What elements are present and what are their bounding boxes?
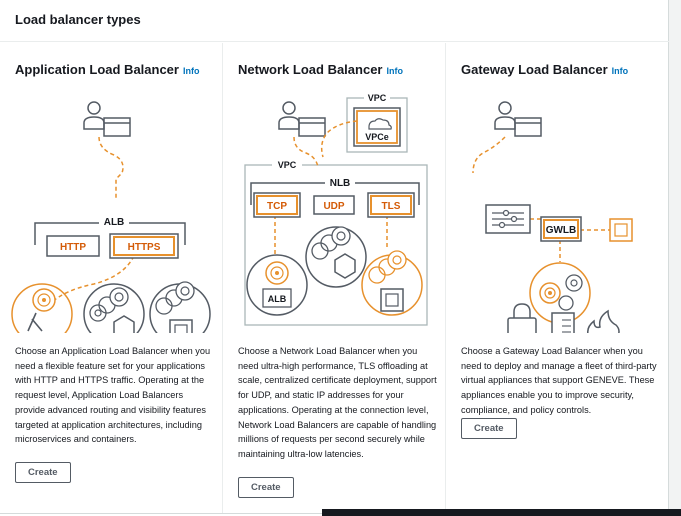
vpc-label: VPC xyxy=(278,160,297,170)
card-description: Choose a Network Load Balancer when you … xyxy=(238,346,437,459)
traffic-path xyxy=(472,136,506,174)
alb-label-bg xyxy=(99,214,129,228)
udp-listener-label: UDP xyxy=(323,201,344,212)
firewall-icon xyxy=(587,309,620,333)
browser-window-icon xyxy=(103,117,131,137)
card-description: Choose a Gateway Load Balancer when you … xyxy=(461,346,657,415)
target-icon xyxy=(565,274,583,292)
overlay-banner-fragment xyxy=(322,509,681,516)
panel-title: Load balancer types xyxy=(15,12,141,27)
info-link[interactable]: Info xyxy=(611,66,629,76)
instance-target-group xyxy=(83,283,145,333)
lambda-icon xyxy=(27,312,43,332)
info-link[interactable]: Info xyxy=(386,66,404,76)
traffic-path xyxy=(293,136,319,168)
nlb-diagram-illustration: VPC VPCe VPC xyxy=(244,93,428,326)
alb-target-label: ALB xyxy=(268,294,287,304)
create-nlb-button[interactable]: Create xyxy=(238,477,294,498)
http-listener-label: HTTP xyxy=(60,242,86,253)
chip-icon xyxy=(380,288,404,312)
tcp-listener-box xyxy=(256,195,298,215)
gwlb-diagram-illustration: GWLB xyxy=(472,101,633,333)
card-title-text: Application Load Balancer xyxy=(15,62,179,77)
gwlb-label: GWLB xyxy=(546,225,577,236)
gwlb-box xyxy=(543,219,579,239)
tls-listener-label: TLS xyxy=(382,201,401,212)
vpce-label: VPCe xyxy=(365,132,389,142)
user-icon xyxy=(87,101,101,115)
udp-listener-box xyxy=(313,195,355,215)
target-icon xyxy=(155,297,173,315)
container-hexagon-icon xyxy=(334,253,356,279)
create-gwlb-button[interactable]: Create xyxy=(461,418,517,439)
alb-diagram-illustration: ALB HTTP HTTPS xyxy=(11,101,211,333)
checklist-icon xyxy=(551,312,575,333)
user-icon xyxy=(282,101,296,115)
browser-window-icon xyxy=(514,117,542,137)
alb-target-group xyxy=(246,254,308,316)
chip-icon xyxy=(169,319,193,333)
chip-icon xyxy=(609,218,633,242)
traffic-path xyxy=(98,136,124,199)
vpc-top-label: VPC xyxy=(368,93,387,103)
target-icon xyxy=(311,242,329,260)
vpc-container xyxy=(244,164,428,326)
https-listener-label: HTTPS xyxy=(128,242,161,253)
lock-icon xyxy=(507,317,537,333)
cloud-icon xyxy=(368,118,392,130)
info-link[interactable]: Info xyxy=(182,66,200,76)
create-alb-button[interactable]: Create xyxy=(15,462,71,483)
lambda-target-group xyxy=(11,283,73,333)
tcp-listener-label: TCP xyxy=(267,201,287,212)
vpce-box xyxy=(356,110,398,144)
card-title-text: Gateway Load Balancer xyxy=(461,62,608,77)
https-listener-box xyxy=(113,236,175,256)
http-listener-box xyxy=(46,235,100,257)
alb-target-box xyxy=(262,288,292,308)
target-icon xyxy=(368,266,386,284)
card-title-text: Network Load Balancer xyxy=(238,62,383,77)
user-icon xyxy=(498,101,512,115)
instance-target-group xyxy=(305,226,367,288)
container-hexagon-icon xyxy=(113,315,135,333)
panel-header: Load balancer types xyxy=(0,0,669,42)
card-description: Choose an Application Load Balancer when… xyxy=(15,346,211,445)
alb-label: ALB xyxy=(104,217,125,228)
tls-listener-box xyxy=(370,195,412,215)
nlb-label: NLB xyxy=(330,178,351,189)
target-icon xyxy=(89,304,107,322)
browser-window-icon xyxy=(298,117,326,137)
